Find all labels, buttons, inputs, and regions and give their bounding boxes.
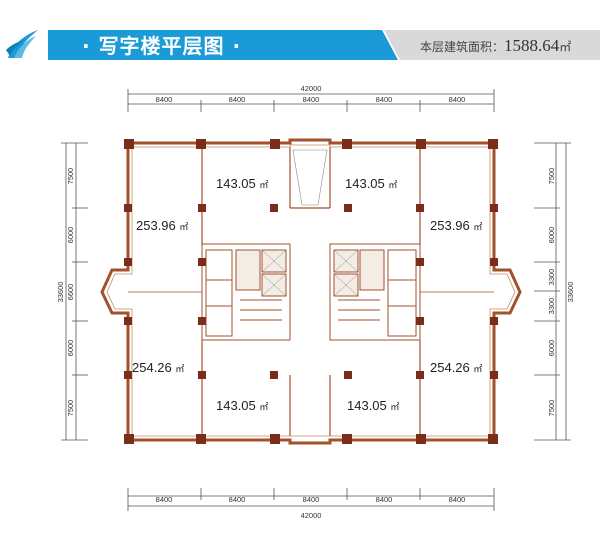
leaf-logo-icon: [6, 30, 38, 58]
floor-area-label: 本层建筑面积：: [420, 40, 505, 54]
unit-area-bottom-right-small: 143.05 ㎡: [347, 398, 399, 413]
dim-total-right: 33600: [566, 282, 575, 303]
unit-area-top-left-small: 143.05 ㎡: [216, 176, 268, 191]
title-text: 写字楼平层图: [98, 34, 225, 58]
dim-top-5: 8400: [449, 95, 466, 104]
page-title: · 写字楼平层图 ·: [82, 32, 241, 60]
core-right: [329, 243, 421, 341]
unit-area-bottom-left-small: 143.05 ㎡: [216, 398, 268, 413]
dim-left-4: 6000: [66, 340, 75, 357]
dim-bottom-5: 8400: [449, 495, 466, 504]
unit-area-top-right-small: 143.05 ㎡: [345, 176, 397, 191]
dim-bottom-4: 8400: [376, 495, 393, 504]
floor-plan-drawing: 42000 8400 8400 8400 8400 8400 8400 8400…: [56, 84, 575, 520]
dim-total-left: 33600: [56, 282, 65, 303]
unit-area-top-right-large: 253.96 ㎡: [430, 218, 482, 233]
building-walls: [100, 138, 522, 445]
dim-right-2: 6000: [547, 227, 556, 244]
floor-area-unit: ㎡: [559, 40, 572, 54]
dimension-lines: [61, 89, 571, 511]
dim-total-top: 42000: [301, 84, 322, 93]
dim-left-1: 7500: [66, 168, 75, 185]
dim-top-3: 8400: [303, 95, 320, 104]
floor-area: 本层建筑面积：1588.64㎡: [420, 32, 571, 60]
dim-bottom-2: 8400: [229, 495, 246, 504]
dim-right-4: 3300: [547, 298, 556, 315]
dim-top-4: 8400: [376, 95, 393, 104]
dim-bottom-1: 8400: [156, 495, 173, 504]
unit-area-labels: 143.05 ㎡ 143.05 ㎡ 253.96 ㎡ 253.96 ㎡ 254.…: [132, 176, 482, 413]
title-dot-right: ·: [224, 34, 242, 58]
unit-area-top-left-large: 253.96 ㎡: [136, 218, 188, 233]
dim-right-6: 7500: [547, 400, 556, 417]
dim-bottom-3: 8400: [303, 495, 320, 504]
area-banner: [384, 30, 600, 60]
dim-left-5: 7500: [66, 400, 75, 417]
dim-left-2: 6000: [66, 227, 75, 244]
title-dot-left: ·: [82, 34, 99, 58]
core-left: [201, 243, 291, 341]
dim-top-1: 8400: [156, 95, 173, 104]
unit-area-bottom-left-large: 254.26 ㎡: [132, 360, 184, 375]
dim-right-1: 7500: [547, 168, 556, 185]
dimension-labels: 42000 8400 8400 8400 8400 8400 8400 8400…: [56, 84, 575, 520]
unit-area-bottom-right-large: 254.26 ㎡: [430, 360, 482, 375]
floor-area-value: 1588.64: [504, 36, 560, 55]
dim-left-3: 6600: [66, 284, 75, 301]
dim-top-2: 8400: [229, 95, 246, 104]
dim-right-3: 3300: [547, 269, 556, 286]
structural-columns: [124, 139, 498, 444]
dim-total-bottom: 42000: [301, 511, 322, 520]
title-banner: [48, 30, 398, 60]
floor-plan: 42000 8400 8400 8400 8400 8400 8400 8400…: [0, 70, 600, 554]
header: · 写字楼平层图 · 本层建筑面积：1588.64㎡: [0, 0, 600, 70]
dim-right-5: 6000: [547, 340, 556, 357]
